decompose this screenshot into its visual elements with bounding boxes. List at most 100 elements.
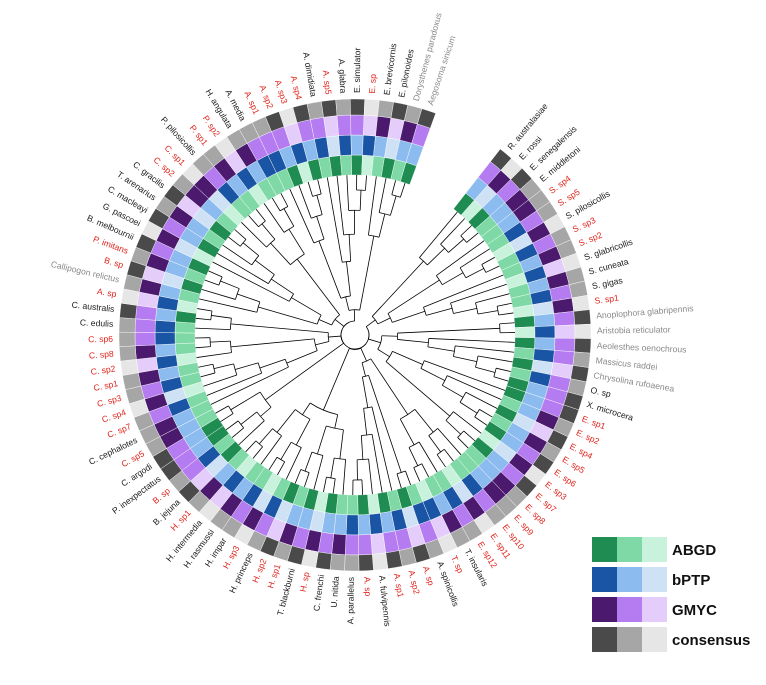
ring-segment: [307, 101, 324, 119]
tree-branch: [362, 480, 363, 495]
tree-branch: [246, 441, 256, 452]
tree-branch: [378, 349, 390, 356]
tree-branch: [442, 385, 463, 397]
tree-node-arc: [317, 315, 321, 324]
tree-branch: [365, 175, 366, 190]
tree-branch: [400, 183, 405, 197]
legend-swatch: [617, 537, 642, 562]
tree-branch: [467, 233, 479, 243]
legend-label-bptp: bPTP: [672, 572, 710, 589]
tip-label: B. sp: [103, 255, 125, 270]
tree-branch: [442, 273, 463, 285]
tree-node-arc: [437, 449, 444, 454]
tree-branch: [479, 409, 492, 417]
tree-branch: [305, 452, 312, 471]
tip-label: E. sp1: [581, 413, 608, 431]
legend-swatch: [642, 567, 667, 592]
tree-branch: [340, 430, 344, 459]
legend-row-abgd: ABGD: [592, 537, 716, 562]
ring-segment: [155, 344, 176, 357]
tip-label: A. sp2: [407, 569, 422, 595]
ring-segment: [554, 338, 575, 352]
tip-label: C. sp3: [96, 393, 123, 409]
tree-node-arc: [344, 234, 355, 235]
tip-label: Anoplophora glabripennis: [596, 303, 694, 320]
ring-segment: [534, 338, 555, 351]
tree-branch: [409, 447, 418, 465]
tip-label: A. sp3: [273, 79, 290, 105]
tree-branch: [388, 280, 439, 313]
tree-branch: [496, 368, 511, 371]
tree-branch: [360, 190, 361, 210]
tree-branch: [261, 436, 282, 465]
ring-segment: [351, 155, 362, 175]
tree-branch: [291, 298, 321, 315]
legend-row-bptp: bPTP: [592, 567, 710, 592]
tip-label: H. sp2: [250, 557, 269, 584]
tree-branch: [327, 177, 342, 262]
tree-branch: [196, 318, 211, 320]
tree-branch: [475, 417, 487, 425]
tree-branch: [239, 421, 265, 445]
tip-label: C. edulis: [80, 317, 114, 328]
tree-branch: [328, 336, 341, 337]
tree-node-arc: [257, 412, 265, 421]
tree-node-arc: [229, 406, 234, 414]
tree-branch: [414, 468, 420, 482]
ring-segment: [330, 554, 345, 571]
tree-branch: [453, 308, 476, 313]
tree-branch: [419, 212, 457, 258]
tip-label: Aeolesthes oenochrous: [597, 340, 687, 354]
tree-node-arc: [460, 268, 466, 278]
tree-branch: [453, 357, 476, 362]
tree-node-arc: [289, 294, 293, 301]
tip-label: E. brevicornis: [382, 43, 399, 96]
tree-branch: [262, 224, 275, 240]
tip-label: A. fulvipennis: [377, 575, 393, 627]
tree-node-arc: [341, 330, 366, 349]
tree-node-arc: [219, 277, 222, 285]
tree-branch: [499, 313, 514, 315]
tree-branch: [337, 176, 344, 235]
tree-branch: [210, 341, 230, 342]
tree-branch: [364, 408, 367, 435]
tree-branch: [260, 407, 271, 416]
tree-node-arc: [344, 321, 355, 326]
tree-branch: [260, 359, 285, 368]
tree-branch: [265, 343, 343, 400]
tree-branch: [392, 180, 396, 195]
tree-node-arc: [291, 442, 301, 447]
ring-segment: [535, 326, 555, 338]
tree-branch: [197, 353, 232, 358]
tree-branch: [424, 361, 505, 391]
tree-branch: [241, 412, 257, 424]
tree-branch: [361, 436, 363, 460]
tree-branch: [289, 229, 305, 254]
tree-branch: [369, 375, 402, 472]
tree-branch: [426, 308, 452, 315]
tree-branch: [235, 363, 258, 370]
tree-branch: [500, 323, 515, 324]
legend-swatch: [617, 567, 642, 592]
tip-label: Aristobia reticulator: [597, 324, 671, 335]
tree-branch: [256, 209, 265, 221]
ring-segment: [371, 533, 386, 554]
ring-segment: [514, 316, 535, 328]
tree-branch: [346, 297, 349, 311]
tree-branch: [198, 364, 213, 367]
tree-node-arc: [240, 239, 246, 246]
tip-label: S. sp1: [594, 293, 620, 306]
tree-branch: [213, 262, 290, 301]
tree-branch: [349, 234, 351, 261]
tree-branch: [429, 338, 515, 342]
legend: ABGD bPTP GMYC consensus: [592, 537, 750, 652]
delimitation-rings: [119, 99, 591, 571]
legend-swatch: [592, 567, 617, 592]
tree-branch: [323, 348, 349, 410]
ring-segment: [515, 327, 535, 338]
tree-branch: [466, 392, 497, 408]
ring-segment: [344, 555, 359, 571]
tip-label: C. australis: [71, 300, 115, 314]
tree-branch: [453, 412, 481, 434]
tip-label: A. sp: [421, 565, 436, 587]
